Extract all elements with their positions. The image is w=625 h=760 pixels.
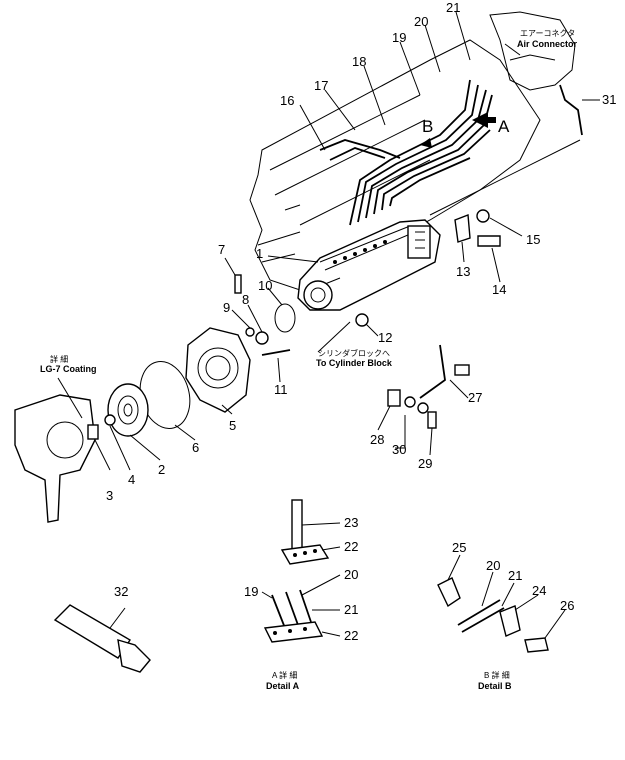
detail-a-label-23: 23 [344, 515, 358, 530]
label-20: 20 [414, 14, 428, 29]
detail-b-label-26: 26 [560, 598, 574, 613]
label-7: 7 [218, 242, 225, 257]
label-1: 1 [256, 246, 263, 261]
detail-a-label-21: 21 [344, 602, 358, 617]
leader-lines [57, 11, 600, 471]
part-12 [355, 313, 369, 327]
label-16: 16 [280, 93, 294, 108]
label-2: 2 [158, 462, 165, 477]
arrow-a-label: A [498, 117, 510, 136]
detail-a-label-20: 20 [344, 567, 358, 582]
air-line [429, 139, 581, 216]
parts-13-14-15 [454, 209, 501, 247]
arrow-b-icon [420, 138, 432, 148]
label-28: 28 [370, 432, 384, 447]
detail-a-jp-caption: A 詳 細 [272, 670, 297, 680]
part-number-labels: 1 2 3 4 5 6 7 8 9 10 11 12 13 14 15 16 1… [106, 0, 616, 599]
part-3 [87, 424, 99, 440]
part-32-tool [53, 604, 151, 673]
air-connector-label: Air Connector [517, 39, 578, 49]
air-connector-jp-label: エアーコネクタ [520, 29, 575, 38]
detail-a-drawing [261, 499, 341, 643]
detail-a-labels: 23 22 20 19 21 22 A 詳 細 Detail A [244, 515, 358, 691]
label-12: 12 [378, 330, 392, 345]
detail-a-label-22b: 22 [344, 628, 358, 643]
detail-a-label-22a: 22 [344, 539, 358, 554]
label-15: 15 [526, 232, 540, 247]
injection-pump-body [297, 219, 441, 311]
detail-a-label-19: 19 [244, 584, 258, 599]
part-31-pipe [559, 84, 583, 136]
label-6: 6 [192, 440, 199, 455]
detail-b-label-21: 21 [508, 568, 522, 583]
label-32: 32 [114, 584, 128, 599]
injection-pipes [319, 79, 493, 226]
detail-a-caption: Detail A [266, 681, 300, 691]
lg7-jp-label: 詳 細 [50, 354, 68, 364]
label-27: 27 [468, 390, 482, 405]
label-5: 5 [229, 418, 236, 433]
detail-b-jp-caption: B 詳 細 [484, 670, 510, 680]
detail-b-caption: Detail B [478, 681, 512, 691]
callout-texts: エアーコネクタ Air Connector シリンダブロックへ To Cylin… [40, 29, 578, 374]
detail-b-label-20: 20 [486, 558, 500, 573]
label-13: 13 [456, 264, 470, 279]
parts-27-30 [387, 344, 470, 429]
label-30: 30 [392, 442, 406, 457]
detail-b-label-24: 24 [532, 583, 546, 598]
cylinder-block-jp-label: シリンダブロックへ [318, 348, 390, 358]
engine-block-outline [249, 39, 541, 291]
label-11: 11 [274, 382, 288, 397]
label-9: 9 [223, 300, 230, 315]
detail-b-drawing [437, 554, 566, 653]
air-connector-housing [489, 11, 576, 91]
gear-housing-plate [14, 394, 96, 523]
arrow-a-icon [472, 112, 496, 128]
part-5-adapter-plate [185, 327, 251, 413]
cylinder-block-label: To Cylinder Block [316, 358, 393, 368]
label-10: 10 [258, 278, 272, 293]
label-4: 4 [128, 472, 135, 487]
label-18: 18 [352, 54, 366, 69]
part-2-drive-gear [107, 383, 149, 437]
label-17: 17 [314, 78, 328, 93]
label-8: 8 [242, 292, 249, 307]
label-19: 19 [392, 30, 406, 45]
lg7-coating-label: LG-7 Coating [40, 364, 97, 374]
arrow-b-label: B [422, 117, 433, 136]
detail-b-label-25: 25 [452, 540, 466, 555]
label-29: 29 [418, 456, 432, 471]
label-21: 21 [446, 0, 460, 15]
detail-b-labels: 25 20 21 24 26 B 詳 細 Detail B [452, 540, 574, 691]
part-4 [104, 414, 116, 426]
label-31: 31 [602, 92, 616, 107]
label-14: 14 [492, 282, 506, 297]
label-3: 3 [106, 488, 113, 503]
